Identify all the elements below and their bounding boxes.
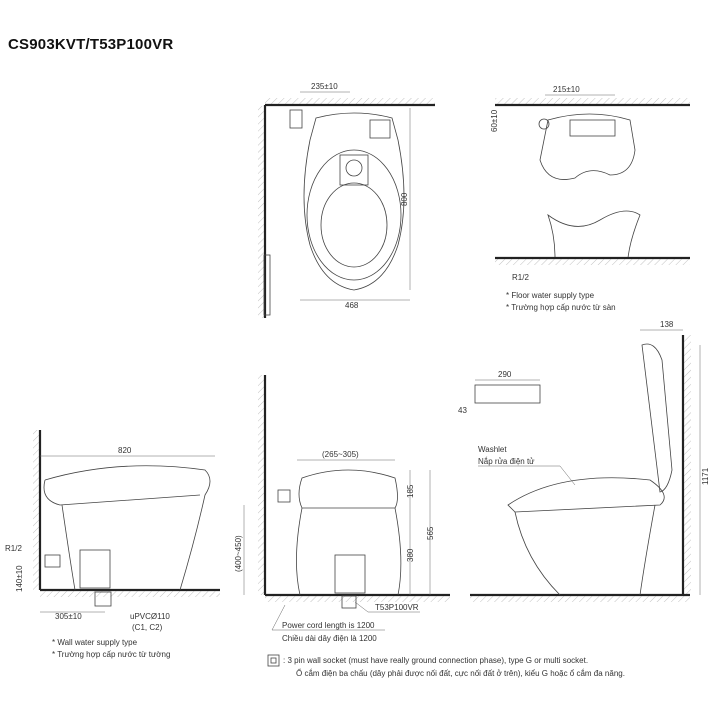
drawing-line [265, 98, 435, 105]
drawing-line [341, 595, 357, 609]
drawing-line [289, 109, 303, 129]
power-cord-vi: Chiều dài dây điện là 1200 [282, 634, 377, 643]
drawing-line [258, 106, 265, 318]
drawing-line [270, 657, 277, 664]
drawing-line [94, 591, 112, 607]
product-title: CS903KVT/T53P100VR [8, 36, 174, 53]
drain-sub: (C1, C2) [132, 623, 163, 632]
drawing-line [514, 504, 656, 596]
socket-note: : 3 pin wall socket (must have really gr… [267, 654, 625, 678]
drawing-line [303, 112, 405, 291]
washlet-vi: Nắp rửa điện tử [478, 457, 535, 466]
dim-265-305: (265~305) [322, 450, 359, 459]
drawing-line [507, 477, 665, 513]
drawing-line [40, 591, 220, 597]
socket-note-vi: Ổ cắm điện ba chấu (dây phải được nối đấ… [296, 669, 625, 678]
dim-800: 800 [400, 192, 409, 206]
dim-60: 60±10 [490, 109, 499, 132]
right-view: 290 43 138 1171 Washlet Nắp rửa điện tử [458, 320, 710, 602]
front-view: (265~305) 185 380 565 (400~450) T53P100V… [234, 375, 450, 643]
drawing-line [258, 375, 265, 595]
drawing-line [263, 254, 271, 316]
drawing-line [298, 469, 398, 509]
drawing-line [43, 479, 201, 506]
drawing-line [478, 465, 576, 486]
dim-380: 380 [406, 548, 415, 562]
dim-305: 305±10 [55, 612, 82, 621]
dim-138: 138 [660, 320, 674, 329]
drawing-line [334, 554, 366, 594]
dim-290: 290 [498, 370, 512, 379]
drawing-line [339, 154, 369, 186]
dim-43: 43 [458, 406, 467, 415]
dim-140: 140±10 [15, 565, 24, 592]
socket-note-en: : 3 pin wall socket (must have really gr… [283, 656, 588, 665]
drawing-line [306, 149, 402, 281]
drawing-line [79, 549, 111, 589]
drawing-line [320, 182, 388, 268]
dim-235: 235±10 [311, 82, 338, 91]
washlet-en: Washlet [478, 445, 507, 454]
pipe-label-floor: R1/2 [512, 273, 529, 282]
dim-1171: 1171 [701, 467, 710, 485]
side-top-view: 215±10 60±10 R1/2 * Floor water supply t… [490, 85, 690, 312]
drawing-line [538, 118, 550, 130]
dim-565: 565 [426, 526, 435, 540]
top-view: 235±10 800 468 [258, 82, 435, 318]
dim-215: 215±10 [553, 85, 580, 94]
drawing-line [539, 113, 636, 180]
drawing-line [354, 601, 420, 613]
drawing-line [547, 210, 641, 259]
side-left-view: 820 R1/2 140±10 305±10 uPVCØ110 (C1, C2)… [5, 430, 220, 659]
floor-supply-note-en: * Floor water supply type [506, 291, 595, 300]
drain-label: uPVCØ110 [130, 612, 170, 621]
drawing-line [569, 119, 616, 137]
drawing-line [277, 489, 291, 503]
drawing-line [470, 596, 690, 602]
wall-supply-note-en: * Wall water supply type [52, 638, 138, 647]
drawing-line [265, 596, 450, 602]
wall-supply-note-vi: * Trường hợp cấp nước từ tường [52, 650, 170, 659]
remote-control [474, 384, 541, 404]
model-label: T53P100VR [375, 603, 419, 612]
drawing-line [296, 507, 402, 596]
dim-400-450: (400~450) [234, 535, 243, 572]
drawing-line [44, 554, 61, 568]
drawing-line [495, 98, 690, 105]
drawing-line [33, 430, 40, 590]
power-cord-en: Power cord length is 1200 [282, 621, 375, 630]
drawing-line [271, 604, 385, 631]
drawing-line [345, 159, 363, 177]
pipe-label-wall: R1/2 [5, 544, 22, 553]
drawing-line [684, 335, 691, 595]
dim-820: 820 [118, 446, 132, 455]
drawing-line [44, 465, 211, 591]
dim-185: 185 [406, 484, 415, 498]
drawing-line [369, 119, 391, 139]
dim-468: 468 [345, 301, 359, 310]
drawing-line [495, 259, 690, 265]
floor-supply-note-vi: * Trường hợp cấp nước từ sàn [506, 303, 616, 312]
socket-icon [267, 654, 280, 667]
drawing-line [641, 343, 673, 493]
